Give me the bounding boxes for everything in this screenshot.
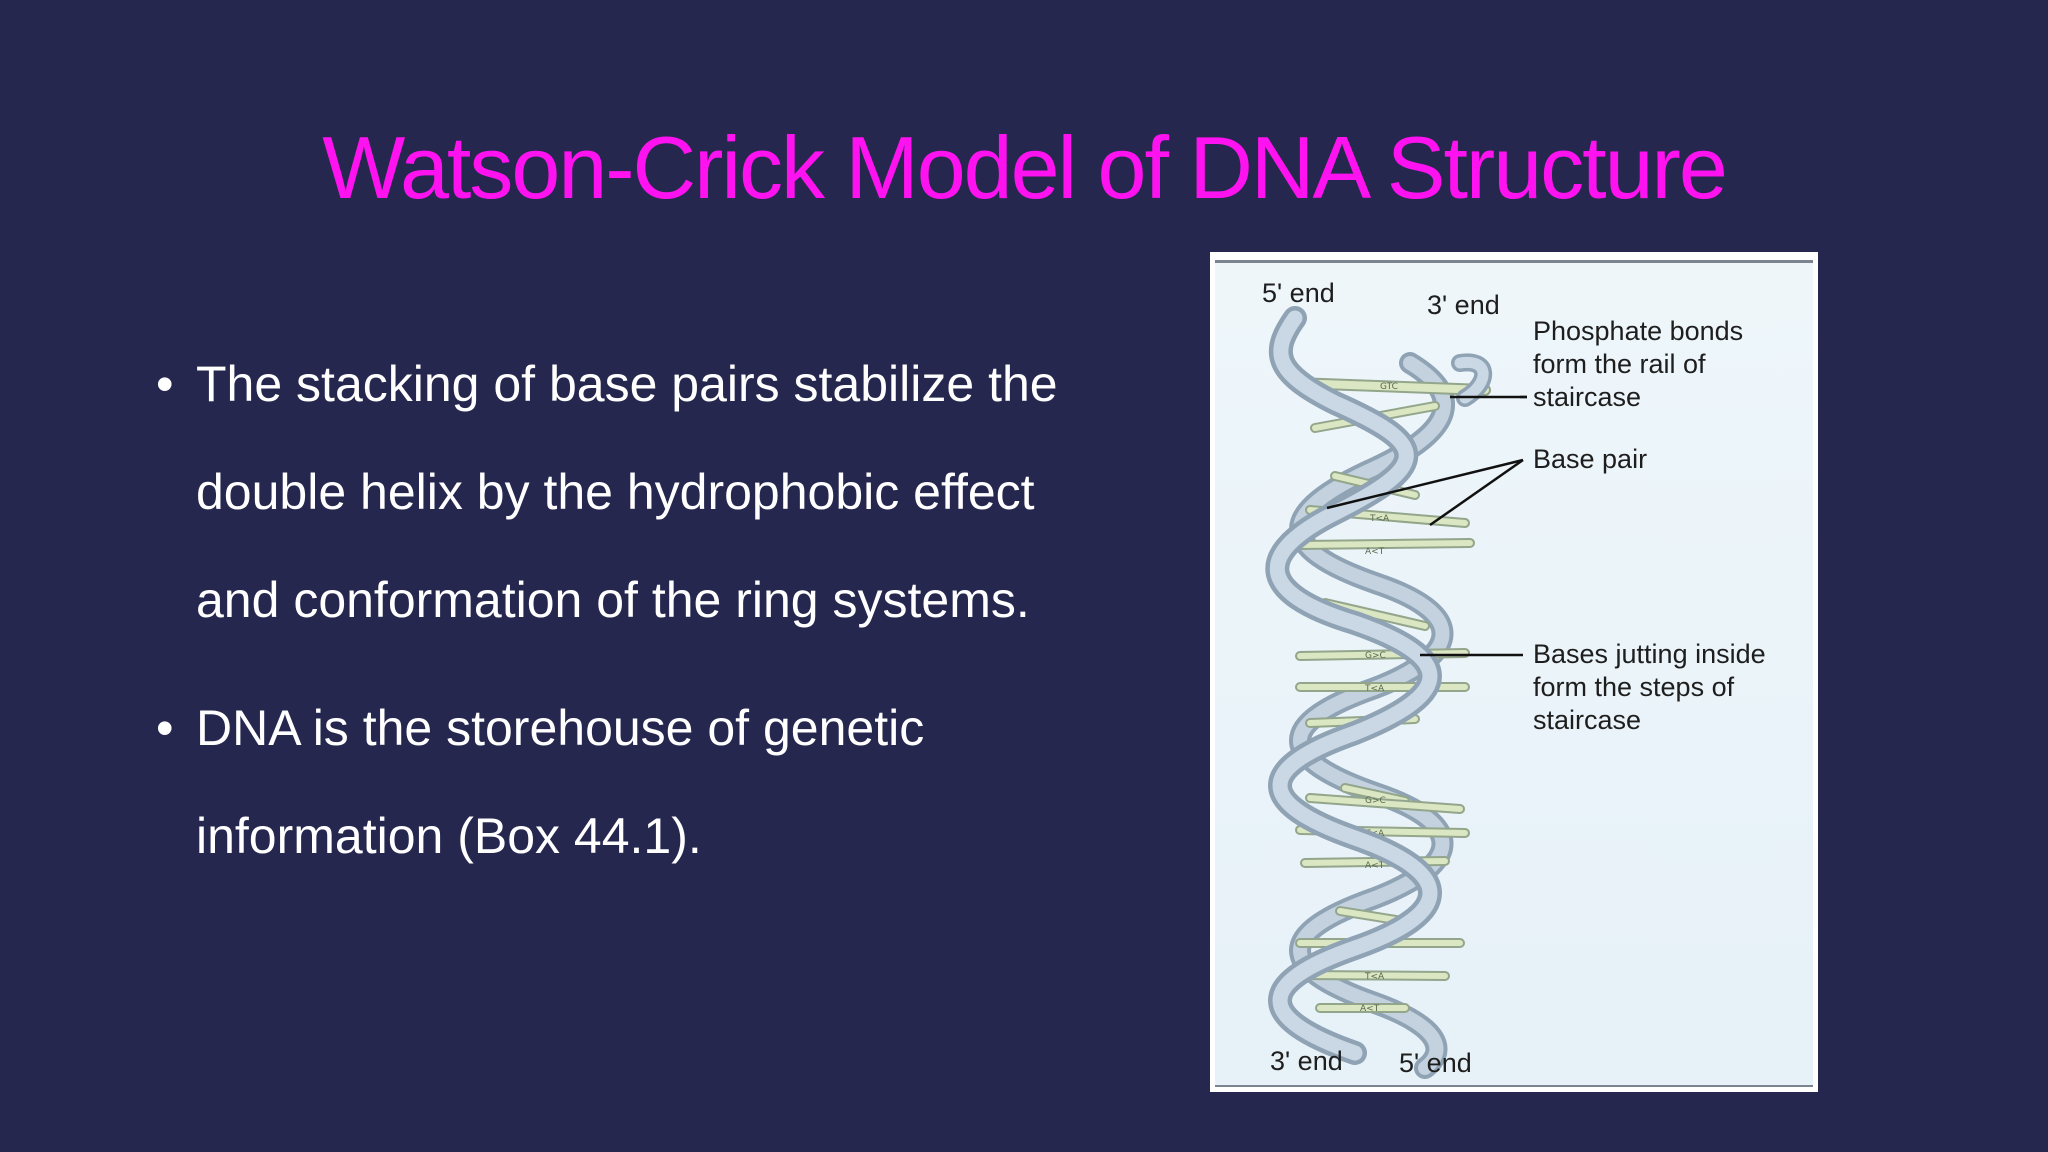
- dna-figure-panel: GTC G>C T<A A<T G>C T<A A<T G>C T<A A<T …: [1215, 260, 1813, 1087]
- callout-line: Bases jutting inside: [1533, 639, 1766, 669]
- callout-line: form the steps of: [1533, 672, 1735, 702]
- bullet-list: • The stacking of base pairs stabilize t…: [150, 330, 1058, 910]
- dna-helix-diagram: GTC G>C T<A A<T G>C T<A A<T G>C T<A A<T …: [1265, 306, 1527, 1079]
- callout-line: staircase: [1533, 382, 1642, 412]
- bp-label-0: GTC: [1380, 382, 1398, 392]
- bp-label-3: A<T: [1365, 547, 1385, 557]
- slide-title: Watson-Crick Model of DNA Structure: [322, 118, 1728, 217]
- bp-label-7: G>C: [1365, 796, 1386, 806]
- bullet-text: DNA is the storehouse of genetic informa…: [196, 700, 925, 864]
- bp-label-12: A<T: [1360, 1004, 1380, 1014]
- callout-leader-lines: [1326, 395, 1527, 657]
- bp-label-4: G>C: [1365, 651, 1386, 661]
- bases-jutting-callout: Bases jutting inside form the steps of s…: [1533, 638, 1766, 737]
- callout-line: Phosphate bonds: [1533, 316, 1744, 346]
- top-right-end-label: 3' end: [1427, 290, 1500, 320]
- bp-label-9: A<T: [1365, 861, 1385, 871]
- callout-line: Base pair: [1533, 444, 1648, 474]
- bp-label-2: T<A: [1369, 514, 1390, 524]
- top-left-end-label: 5' end: [1262, 278, 1335, 308]
- phosphate-bonds-callout: Phosphate bonds form the rail of stairca…: [1533, 315, 1743, 414]
- bottom-right-end-label: 5' end: [1399, 1048, 1472, 1078]
- bullet-text: The stacking of base pairs stabilize the…: [196, 356, 1058, 628]
- bottom-left-end-label: 3' end: [1270, 1046, 1343, 1076]
- base-pair-callout: Base pair: [1533, 443, 1647, 476]
- bp-label-11: T<A: [1364, 972, 1385, 982]
- dna-figure: GTC G>C T<A A<T G>C T<A A<T G>C T<A A<T …: [1210, 252, 1818, 1092]
- callout-line: form the rail of: [1533, 349, 1706, 379]
- bullet-icon: •: [156, 356, 174, 412]
- bullet-item: • DNA is the storehouse of genetic infor…: [150, 674, 1050, 890]
- bullet-icon: •: [156, 700, 174, 756]
- bp-label-5: T<A: [1364, 684, 1385, 694]
- callout-line: staircase: [1533, 705, 1642, 735]
- bullet-item: • The stacking of base pairs stabilize t…: [150, 330, 1058, 654]
